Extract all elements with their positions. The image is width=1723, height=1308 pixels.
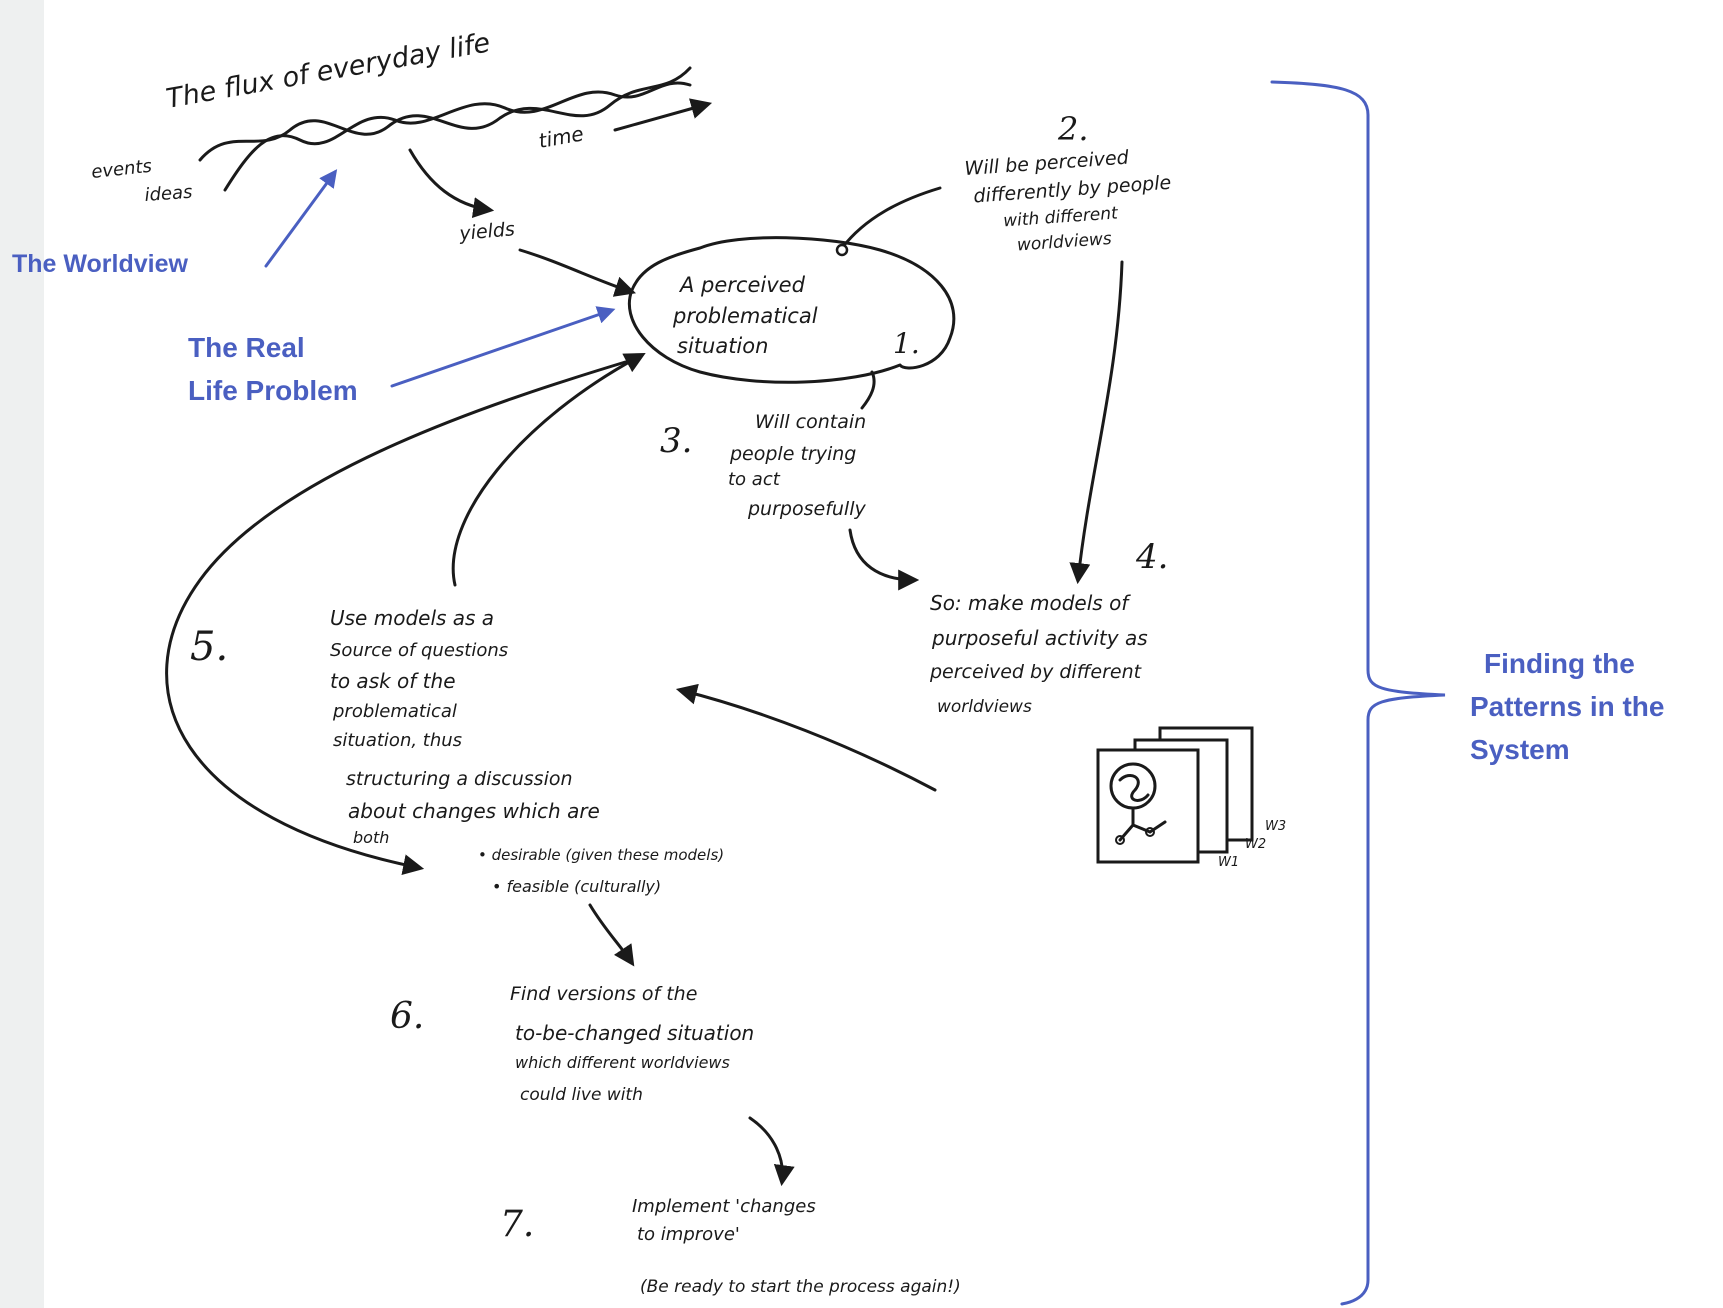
step3-line-2: people trying xyxy=(729,443,856,465)
step6-line-2: to-be-changed situation xyxy=(515,1021,754,1045)
step3-line-1: Will contain xyxy=(755,411,866,433)
patterns-callout-line-3: System xyxy=(1470,734,1570,765)
step2-number: 2. xyxy=(1057,110,1089,148)
yields-arrow xyxy=(408,148,495,219)
step5-to-situation-arrow xyxy=(451,353,646,587)
situation-line-3: situation xyxy=(677,334,768,358)
worldview-callout-arrow xyxy=(264,169,338,268)
step5-line-4: problematical xyxy=(332,701,457,722)
step5-line-7: about changes which are xyxy=(348,799,600,823)
step5-to-step6-arrow xyxy=(588,903,635,967)
sketch-paper xyxy=(44,0,1723,1308)
step5-line-5: situation, thus xyxy=(333,730,462,751)
step6-line-1: Find versions of the xyxy=(510,983,697,1005)
step3-number: 3. xyxy=(660,421,692,461)
step2-to-step4-arrow xyxy=(1069,260,1124,585)
step7-line-1: Implement 'changes xyxy=(632,1196,816,1217)
situation-line-1: A perceived xyxy=(678,273,806,297)
step7-line-2: to improve' xyxy=(637,1224,740,1245)
model-label-w1: W1 xyxy=(1218,855,1239,870)
step6-line-3: which different worldviews xyxy=(515,1053,730,1072)
step3-line-3: to act xyxy=(728,469,781,490)
situation-line-2: problematical xyxy=(672,304,818,328)
flux-ideas-label: ideas xyxy=(144,182,193,206)
model-stack xyxy=(1096,726,1254,864)
step5-line-8: both xyxy=(353,828,389,847)
situation-number: 1. xyxy=(893,327,920,360)
step5-bullet-2: • feasible (culturally) xyxy=(492,877,661,896)
step6-number: 6. xyxy=(390,996,424,1037)
step4-line-1: So: make models of xyxy=(930,591,1131,615)
patterns-callout-line-1: Finding the xyxy=(1484,648,1635,679)
step5-line-3: to ask of the xyxy=(330,669,456,693)
step7-line-3: (Be ready to start the process again!) xyxy=(640,1277,961,1297)
step4-line-4: worldviews xyxy=(937,697,1032,717)
step5-line-1: Use models as a xyxy=(330,606,494,630)
flux-events-label: events xyxy=(90,156,153,183)
model-label-w2: W2 xyxy=(1245,837,1266,852)
step6-to-step7-arrow xyxy=(748,1116,795,1187)
step3-to-step4-arrow xyxy=(848,528,920,591)
step7-number: 7. xyxy=(500,1204,534,1245)
time-arrow xyxy=(613,98,713,132)
step5-bullet-1: • desirable (given these models) xyxy=(478,846,724,864)
step4-to-step5-arrow xyxy=(675,683,937,792)
step4-line-2: purposeful activity as xyxy=(931,626,1148,650)
worldview-callout: The Worldview xyxy=(12,250,189,278)
step3-line-4: purposefully xyxy=(747,498,866,520)
step4-line-3: perceived by different xyxy=(929,661,1143,683)
step6-line-4: could live with xyxy=(520,1085,643,1105)
step2-line-3: with different xyxy=(1003,203,1120,231)
real-life-problem-callout-line-1: The Real xyxy=(188,332,305,363)
step2-line-1: Will be perceived xyxy=(964,147,1130,180)
step2-connector-dot xyxy=(835,243,849,257)
yields-to-situation-arrow xyxy=(518,248,636,297)
step5-number: 5. xyxy=(190,624,228,670)
step2-line-4: worldviews xyxy=(1016,229,1112,256)
model-label-w3: W3 xyxy=(1265,819,1286,834)
step4-number: 4. xyxy=(1135,537,1168,577)
real-life-problem-callout-arrow xyxy=(390,306,616,388)
step5-line-2: Source of questions xyxy=(330,640,508,661)
yields-label: yields xyxy=(458,218,516,245)
patterns-bracket xyxy=(1270,80,1446,1306)
feedback-loop-arrow xyxy=(165,358,634,875)
flux-title: The flux of everyday life xyxy=(164,27,493,115)
situation-bubble xyxy=(627,236,956,384)
step2-text: Will be perceived differently by people … xyxy=(964,147,1172,256)
flux-time-label: time xyxy=(537,121,586,152)
step2-connector xyxy=(840,186,942,250)
patterns-callout-line-2: Patterns in the xyxy=(1470,691,1664,722)
real-life-problem-callout-line-2: Life Problem xyxy=(188,375,358,406)
situation-to-step3-connector xyxy=(860,370,876,410)
flux-strands xyxy=(198,66,692,192)
step5-line-6: structuring a discussion xyxy=(346,768,573,790)
